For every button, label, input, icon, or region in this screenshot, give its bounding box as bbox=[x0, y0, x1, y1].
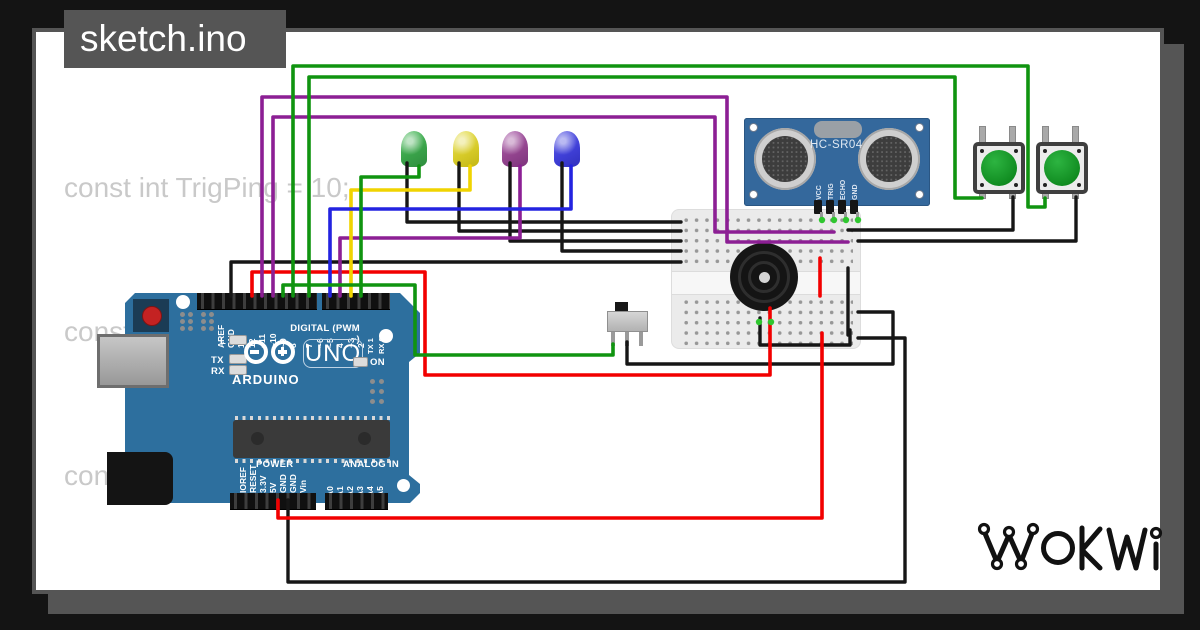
power-jack bbox=[107, 452, 173, 505]
logo-node bbox=[1002, 525, 1016, 539]
slide-switch[interactable] bbox=[607, 299, 655, 347]
logo-node bbox=[1149, 526, 1163, 540]
sensor-pin-label: TRIG bbox=[828, 183, 835, 200]
pin-label: Vin bbox=[298, 479, 308, 493]
pushbutton-1[interactable] bbox=[973, 126, 1025, 199]
pin-label: GND bbox=[288, 474, 298, 493]
chip-dot bbox=[358, 432, 371, 445]
analog-section-label: ANALOG IN bbox=[343, 459, 400, 470]
led-l-label: L bbox=[220, 336, 227, 347]
piezo-buzzer bbox=[730, 243, 798, 311]
sketch-title-box: sketch.ino bbox=[64, 10, 286, 68]
logo-node bbox=[977, 522, 991, 536]
ultrasonic-receiver bbox=[858, 128, 920, 190]
pin-label: TX 1 bbox=[366, 338, 375, 354]
analog-header[interactable] bbox=[325, 493, 388, 510]
sensor-leg bbox=[820, 212, 823, 220]
led-tx-label: TX bbox=[211, 355, 224, 366]
digital-header-right[interactable] bbox=[322, 293, 390, 310]
pushbutton-1-cap[interactable] bbox=[981, 150, 1017, 186]
reset-button[interactable] bbox=[142, 306, 162, 326]
led-blue bbox=[554, 131, 580, 167]
led-green bbox=[401, 131, 427, 167]
sensor-model-label: HC-SR04 bbox=[810, 139, 863, 151]
sensor-leg bbox=[832, 212, 835, 220]
led-l-indicator bbox=[229, 335, 247, 345]
switch-leg bbox=[639, 332, 643, 346]
arduino-logo-plus-v bbox=[280, 347, 284, 356]
logo-node bbox=[1026, 522, 1040, 536]
chip-dot bbox=[251, 432, 264, 445]
switch-body[interactable] bbox=[607, 311, 648, 332]
pin-label: IOREF bbox=[238, 467, 248, 493]
led-rx-label: RX bbox=[211, 366, 225, 377]
sensor-pin-label: VCC bbox=[816, 185, 823, 200]
logo-o bbox=[1041, 531, 1075, 565]
led-yellow bbox=[453, 131, 479, 167]
ultrasonic-transmitter bbox=[754, 128, 816, 190]
pin-label: 5V bbox=[268, 482, 278, 493]
wokwi-logo bbox=[972, 516, 1164, 576]
buzzer-center-hole bbox=[758, 271, 770, 283]
pushbutton-2[interactable] bbox=[1036, 126, 1088, 199]
logo-w2 bbox=[1106, 527, 1148, 571]
pin-label: 3.3V bbox=[258, 475, 268, 494]
arduino-brand-label: ARDUINO bbox=[232, 372, 300, 387]
logo-node bbox=[990, 557, 1004, 571]
logo-k-arms bbox=[1079, 526, 1103, 571]
pin-label: RESET bbox=[248, 464, 258, 493]
sensor-leg bbox=[844, 212, 847, 220]
arduino-logo-minus bbox=[250, 350, 259, 354]
sensor-pin-label: GND bbox=[852, 184, 859, 200]
digital-header-left[interactable] bbox=[197, 293, 317, 310]
crystal-oscillator bbox=[814, 121, 862, 138]
led-rx-indicator bbox=[229, 365, 247, 375]
hcsr04-sensor: HC-SR04 VCC TRIG ECHO GND bbox=[744, 118, 930, 214]
sensor-leg bbox=[856, 212, 859, 220]
switch-leg bbox=[625, 332, 629, 346]
pushbutton-2-cap[interactable] bbox=[1044, 150, 1080, 186]
power-header[interactable] bbox=[230, 493, 316, 510]
sketch-title: sketch.ino bbox=[80, 18, 247, 59]
pin-label: GND bbox=[278, 474, 288, 493]
power-section-label: POWER bbox=[256, 459, 294, 470]
switch-leg bbox=[611, 332, 615, 346]
logo-node bbox=[1014, 557, 1028, 571]
usb-connector bbox=[97, 334, 169, 388]
led-on-indicator bbox=[353, 357, 368, 367]
sensor-pin-label: ECHO bbox=[840, 179, 847, 200]
led-on-label: ON bbox=[370, 357, 385, 368]
led-purple bbox=[502, 131, 528, 167]
